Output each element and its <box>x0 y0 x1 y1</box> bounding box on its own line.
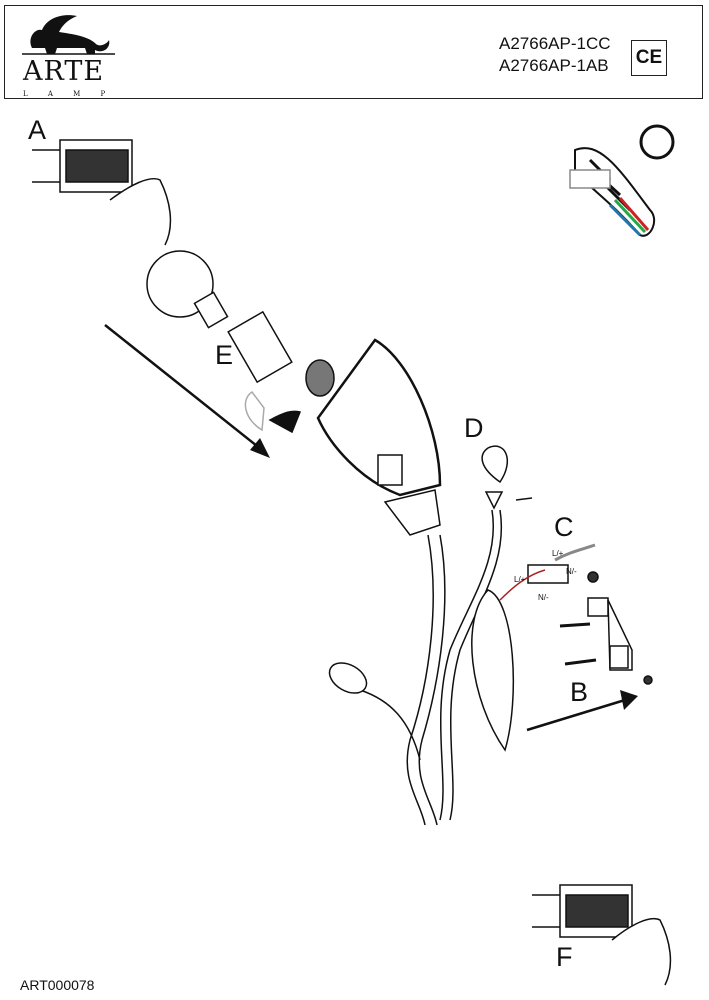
header-box: ARTE L A M P A2766AP-1CC A2766AP-1AB CE <box>4 5 703 99</box>
crystal-drop-icon <box>481 445 509 484</box>
lamp-socket-icon <box>227 310 335 397</box>
step-label-c: C <box>554 512 574 542</box>
step-label-f: F <box>556 942 573 972</box>
wire-label-neutral-bottom: N/- <box>538 593 549 602</box>
terminal-block-icon <box>527 564 569 584</box>
brand-subtitle: L A M P <box>23 90 106 98</box>
document-code: ART000078 <box>20 977 95 993</box>
model-number-2: A2766AP-1AB <box>499 56 609 75</box>
brand-name: ARTE <box>23 56 105 87</box>
step-label-e: E <box>215 340 234 370</box>
step-label-d: D <box>464 413 484 443</box>
model-number-1: A2766AP-1CC <box>499 34 611 53</box>
ce-mark: CE <box>631 40 667 76</box>
glass-shade-icon <box>316 338 442 536</box>
wire-label-live-bottom: L/+ <box>514 575 526 584</box>
winged-lion-logo <box>22 15 115 55</box>
step-label-a: A <box>28 115 47 145</box>
light-bulb-icon <box>146 250 229 329</box>
breaker-panel-f-icon <box>532 884 672 986</box>
step-label-b: B <box>570 677 589 707</box>
wire-label-neutral-top: N/- <box>566 567 577 576</box>
wire-connector-icon <box>569 124 675 237</box>
lamp-arm-icon <box>328 509 503 826</box>
wire-label-live-top: L/+ <box>552 549 564 558</box>
breaker-panel-a-icon <box>32 139 172 246</box>
